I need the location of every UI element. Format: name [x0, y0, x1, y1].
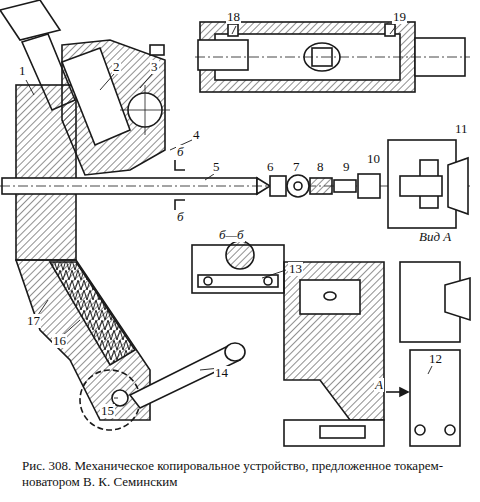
callout-number: А [374, 378, 384, 392]
callout-number: 5 [212, 160, 221, 174]
callout-number: 1 [18, 64, 27, 78]
callout-number: б [176, 145, 185, 159]
callout-number: 9 [342, 160, 351, 174]
callout-number: б—б [218, 228, 245, 242]
callout-number: 19 [392, 10, 407, 24]
callout-number: 7 [292, 160, 301, 174]
callout-number: 17 [26, 314, 41, 328]
callout-number: 6 [266, 160, 275, 174]
callout-number: Вид А [418, 230, 452, 244]
figure-caption: Рис. 308. Механическое копировальное уст… [22, 458, 458, 490]
callout-number: 14 [214, 366, 229, 380]
callout-number: 15 [100, 404, 115, 418]
callout-number: 18 [226, 10, 241, 24]
callout-number: 10 [366, 152, 381, 166]
callout-number: 11 [454, 122, 469, 136]
callout-number: 4 [192, 128, 201, 142]
callout-number: 13 [288, 262, 303, 276]
callout-number: 3 [150, 60, 159, 74]
callout-number: 16 [52, 334, 67, 348]
callout-number: б [176, 210, 185, 224]
callout-number: 2 [112, 60, 121, 74]
callout-number: 8 [316, 160, 325, 174]
callout-number: 12 [428, 352, 443, 366]
